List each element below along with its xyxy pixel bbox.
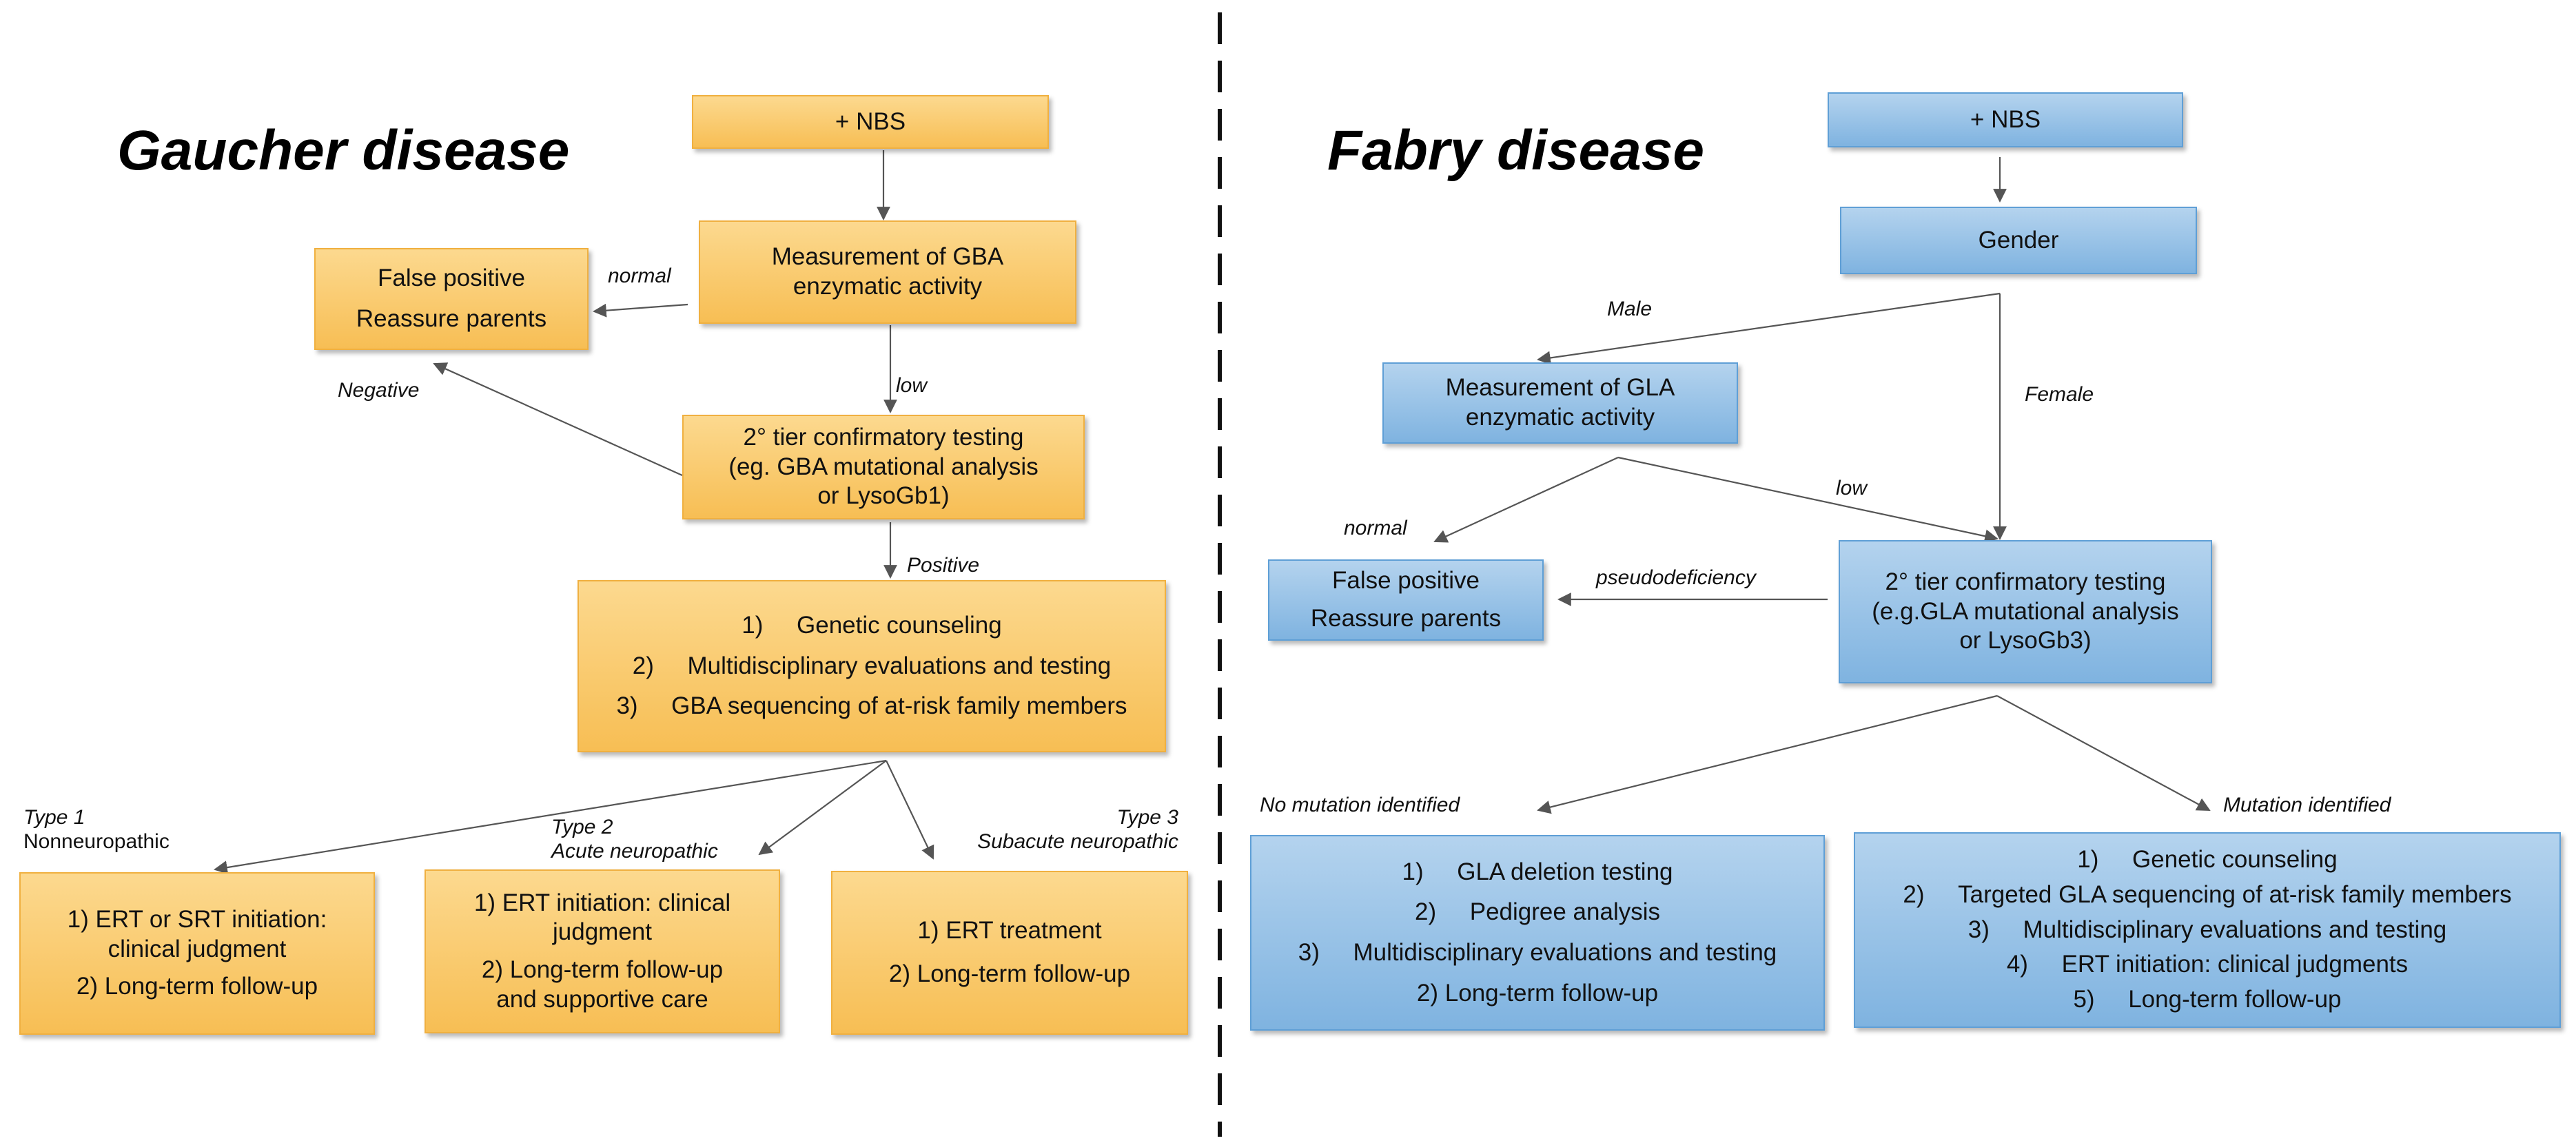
arrow-positive-to-type2 (758, 760, 887, 856)
gaucher-type2-label-line-2: Acute neuropathic (551, 839, 718, 863)
gaucher-type2-line: 2) Long-term follow-up (481, 956, 724, 983)
gaucher-type3-box: 1) ERT treatment 2) Long-term follow-up (831, 871, 1188, 1035)
gaucher-positive-steps-box: 1) Genetic counseling 2) Multidisciplina… (577, 580, 1166, 752)
fabry-gla-measurement-box: Measurement of GLA enzymatic activity (1382, 362, 1738, 444)
gaucher-positive-step: 3) GBA sequencing of at-risk family memb… (616, 692, 1127, 720)
fabry-mutation-box: 1) Genetic counseling 2) Targeted GLA se… (1854, 832, 2561, 1028)
gaucher-type3-label-line-2: Subacute neuropathic (977, 829, 1178, 853)
gaucher-tier2-box: 2° tier confirmatory testing (eg. GBA mu… (682, 415, 1085, 519)
gaucher-type1-label: Type 1 Nonneuropathic (23, 806, 170, 854)
gaucher-type1-line: 1) ERT or SRT initiation: (67, 905, 327, 933)
fabry-mutation-label: Mutation identified (2223, 794, 2391, 816)
gaucher-type2-label: Type 2 Acute neuropathic (551, 816, 718, 863)
gaucher-negative-label: Negative (338, 379, 420, 402)
fabry-mutation-step: 3) Multidisciplinary evaluations and tes… (1967, 916, 2447, 943)
fabry-low-label: low (1836, 477, 1868, 499)
gba-measure-line-1: Measurement of GBA (771, 243, 1004, 271)
fabry-gender-box: Gender (1840, 207, 2197, 274)
gaucher-tier2-line-2: (eg. GBA mutational analysis (728, 453, 1039, 480)
gla-measure-line-1: Measurement of GLA (1445, 374, 1675, 402)
gaucher-positive-step: 2) Multidisciplinary evaluations and tes… (632, 652, 1112, 679)
fabry-title: Fabry disease (1327, 119, 1704, 182)
fabry-nbs-box: + NBS (1828, 92, 2183, 147)
fabry-false-positive-box: False positive Reassure parents (1268, 559, 1544, 641)
fabry-mutation-step: 5) Long-term follow-up (2073, 986, 2342, 1013)
fabry-male-label: Male (1607, 298, 1653, 320)
gaucher-type2-line: judgment (553, 918, 652, 946)
gaucher-type3-line: 1) ERT treatment (917, 917, 1102, 945)
gaucher-tier2-line-1: 2° tier confirmatory testing (743, 423, 1024, 451)
gba-measure-line-2: enzymatic activity (793, 273, 983, 300)
gaucher-positive-step: 1) Genetic counseling (742, 611, 1002, 639)
gaucher-nbs-box: + NBS (692, 95, 1049, 149)
fabry-no-mutation-step: 1) GLA deletion testing (1402, 858, 1673, 885)
arrow-positive-to-type3 (886, 760, 934, 860)
gaucher-normal-label: normal (608, 265, 671, 287)
gaucher-type2-label-line-1: Type 2 (551, 816, 613, 838)
gaucher-type2-line: and supportive care (496, 985, 708, 1013)
fabry-pseudodeficiency-label: pseudodeficiency (1596, 566, 1756, 589)
fabry-tier2-box: 2° tier confirmatory testing (e.g.GLA mu… (1839, 540, 2212, 683)
gaucher-type3-line: 2) Long-term follow-up (888, 960, 1131, 987)
fabry-mutation-step: 1) Genetic counseling (2077, 846, 2338, 874)
arrow-tier2-to-mutation (1996, 695, 2211, 811)
fabry-female-label: Female (2025, 383, 2094, 406)
gaucher-type1-line: 2) Long-term follow-up (76, 973, 318, 1000)
gaucher-type3-label: Type 3 Subacute neuropathic (930, 806, 1178, 854)
gaucher-type1-line: clinical judgment (108, 935, 287, 962)
gaucher-positive-label: Positive (907, 554, 980, 577)
gaucher-false-positive-line-1: False positive (378, 265, 525, 292)
arrow-gla-to-tier2 (1617, 456, 1999, 543)
gaucher-type2-line: 1) ERT initiation: clinical (473, 889, 731, 916)
arrow-tier2-to-no-mutation (1537, 694, 1998, 814)
gaucher-gba-measurement-box: Measurement of GBA enzymatic activity (699, 220, 1076, 324)
fabry-no-mutation-step: 2) Pedigree analysis (1414, 898, 1660, 926)
fabry-tier2-line-2: (e.g.GLA mutational analysis (1872, 597, 2179, 625)
fabry-nbs-text: + NBS (1970, 105, 2041, 133)
fabry-no-mutation-label: No mutation identified (1260, 794, 1460, 816)
gaucher-tier2-line-3: or LysoGb1) (817, 482, 950, 510)
fabry-no-mutation-step: 2) Long-term follow-up (1416, 979, 1659, 1007)
fabry-normal-label: normal (1344, 517, 1407, 539)
arrow-gla-to-normal (1433, 457, 1619, 543)
fabry-no-mutation-box: 1) GLA deletion testing 2) Pedigree anal… (1250, 835, 1825, 1031)
gaucher-false-positive-box: False positive Reassure parents (314, 248, 589, 350)
fabry-no-mutation-step: 3) Multidisciplinary evaluations and tes… (1298, 939, 1777, 966)
gaucher-type3-label-line-1: Type 3 (1116, 806, 1179, 829)
arrow-gba-to-false-positive (593, 303, 688, 318)
arrow-tier2-to-false-positive (433, 362, 683, 477)
gla-measure-line-2: enzymatic activity (1465, 404, 1655, 431)
gaucher-type2-box: 1) ERT initiation: clinical judgment 2) … (425, 869, 780, 1033)
gaucher-type1-label-line-1: Type 1 (23, 806, 85, 829)
arrow-positive-to-type1 (214, 759, 887, 874)
fabry-gender-text: Gender (1978, 226, 2059, 254)
gaucher-type1-box: 1) ERT or SRT initiation: clinical judgm… (19, 872, 375, 1035)
fabry-false-positive-line-1: False positive (1332, 567, 1480, 595)
gaucher-nbs-text: + NBS (835, 107, 906, 135)
fabry-tier2-line-3: or LysoGb3) (1959, 627, 2092, 654)
gaucher-title: Gaucher disease (117, 119, 570, 182)
gaucher-low-label: low (896, 374, 928, 397)
gaucher-type1-label-line-2: Nonneuropathic (23, 829, 170, 853)
fabry-false-positive-line-2: Reassure parents (1310, 605, 1502, 632)
fabry-mutation-step: 2) Targeted GLA sequencing of at-risk fa… (1903, 880, 2512, 908)
gaucher-false-positive-line-2: Reassure parents (356, 305, 547, 332)
fabry-tier2-line-1: 2° tier confirmatory testing (1885, 568, 2166, 595)
fabry-mutation-step: 4) ERT initiation: clinical judgments (2006, 951, 2409, 978)
arrow-gender-to-gla (1537, 292, 2001, 365)
